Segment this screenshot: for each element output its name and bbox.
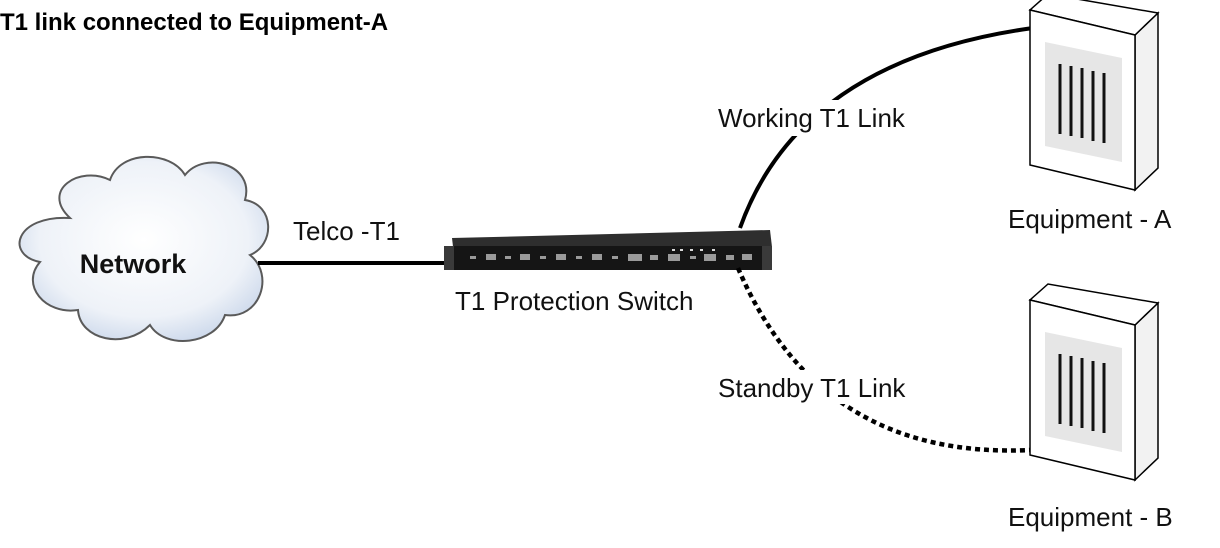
network-label: Network [80,249,188,279]
working-t1-link-line [738,26,1034,229]
switch-label: T1 Protection Switch [455,286,693,316]
equipment-b-label: Equipment - B [1008,502,1173,532]
standby-t1-link-line [735,267,1031,453]
t1-protection-switch [444,230,772,270]
equipment-b-icon [1028,283,1160,482]
equipment-a-icon [1028,0,1160,192]
telco-t1-label: Telco -T1 [293,216,400,246]
network-cloud: Network [18,155,270,342]
equipment-a-label: Equipment - A [1008,204,1172,234]
standby-label-backdrop [712,370,952,404]
working-label-backdrop [712,100,952,136]
working-t1-link-label: Working T1 Link [718,103,906,133]
standby-t1-link-label: Standby T1 Link [718,373,906,403]
diagram-title: T1 link connected to Equipment-A [0,9,388,36]
